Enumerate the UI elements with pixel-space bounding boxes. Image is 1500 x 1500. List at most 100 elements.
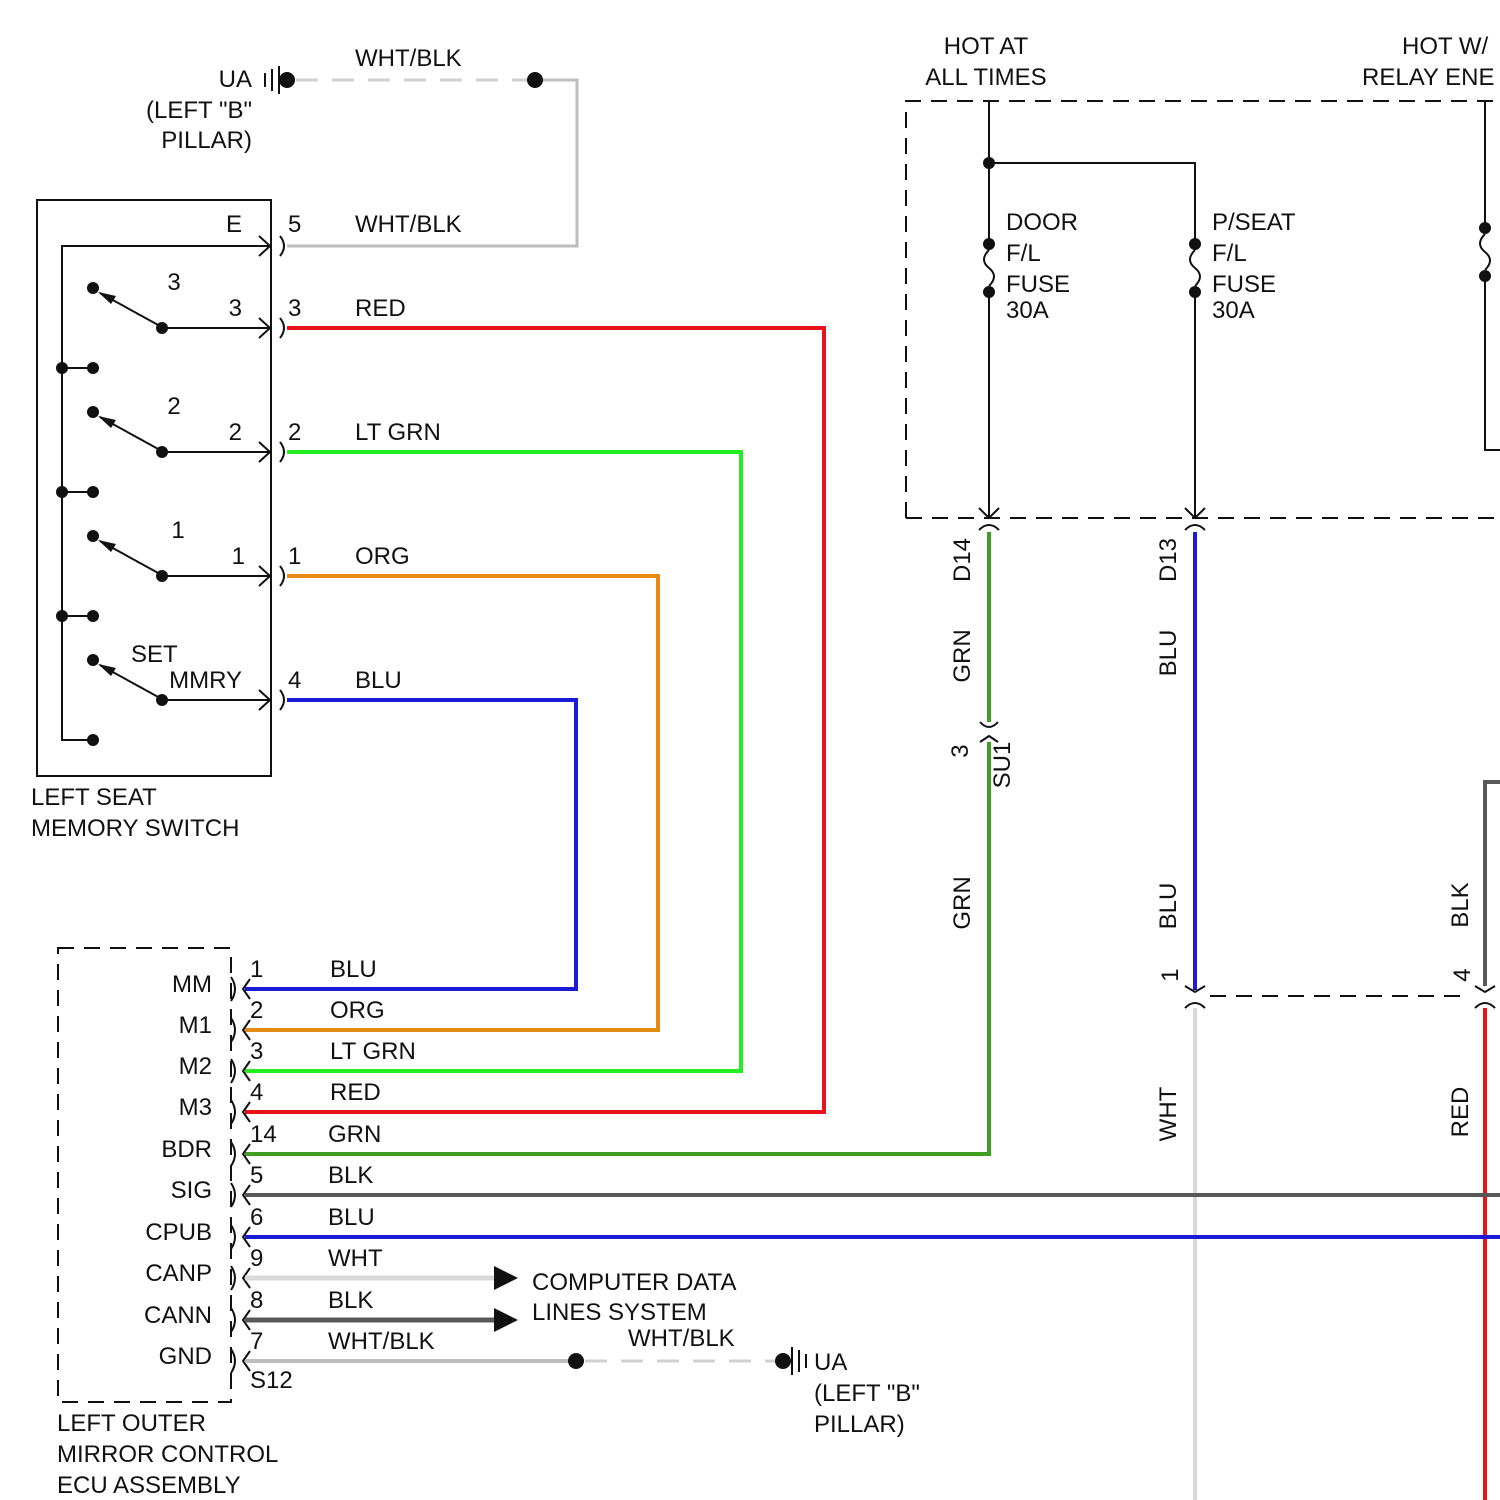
- label-pin-1: 1: [1157, 968, 1184, 981]
- ecu-pin-row: M3 4 RED: [179, 1079, 381, 1124]
- ecu-pin-name: CPUB: [145, 1219, 212, 1246]
- ecu-pin-number: 7: [250, 1328, 263, 1355]
- switch-wire-lt-grn: LT GRN: [355, 419, 441, 446]
- pseat-fuse-icon: [1189, 238, 1201, 518]
- ecu-pin-wire-color: BLK: [328, 1287, 373, 1314]
- ground-bottom: WHT/BLK UA (LEFT "B" PILLAR): [568, 1325, 920, 1438]
- ground-top-dot-2: [527, 72, 543, 88]
- ground-bottom-location-1: (LEFT "B": [814, 1380, 920, 1407]
- ground-top-dot-1: [279, 72, 295, 88]
- door-fuse-line-4: 30A: [1006, 297, 1049, 324]
- ecu-pin-row: BDR14GRN: [161, 1121, 381, 1166]
- door-fuse-line-2: F/L: [1006, 240, 1041, 267]
- ecu-pin-row: CPUB 6 BLU: [145, 1204, 374, 1249]
- switch-wire-wht-blk: WHT/BLK: [355, 211, 462, 238]
- ecu-pin-name: SIG: [171, 1177, 212, 1204]
- label-d13: D13: [1155, 538, 1182, 582]
- switch-2: 2 2: [56, 393, 270, 498]
- switch-3-inner-label: 3: [229, 295, 242, 322]
- ecu-pin-row: M1 2 ORG: [179, 997, 385, 1042]
- switch-1-button-label: 1: [171, 517, 184, 544]
- switch-2-button-label: 2: [167, 393, 180, 420]
- switch-e-label: E: [226, 211, 242, 238]
- switch-wire-org: ORG: [355, 543, 410, 570]
- switch-set-mmry: SET MMRY: [87, 641, 270, 706]
- switch-label-2: MEMORY SWITCH: [31, 815, 239, 842]
- ecu-pin-wire-color: BLK: [328, 1162, 373, 1189]
- switch-1-inner-label: 1: [232, 543, 245, 570]
- hot-at-all-times-1: HOT AT: [944, 33, 1029, 60]
- ecu-label-3: ECU ASSEMBLY: [57, 1472, 241, 1499]
- cdl-line-1: COMPUTER DATA: [532, 1269, 736, 1296]
- ground-top-ua: UA: [219, 66, 252, 93]
- ecu-pin-number: 4: [250, 1079, 263, 1106]
- pseat-fuse-line-1: P/SEAT: [1212, 209, 1296, 236]
- ecu-pin-wire-color: RED: [330, 1079, 381, 1106]
- switch-1: 1 1: [56, 517, 270, 622]
- label-d14: D14: [949, 538, 976, 582]
- ground-bottom-dot-2: [775, 1353, 791, 1369]
- ecu-pin-row: MM 1 BLU: [172, 956, 377, 1001]
- wire-blk-right: [1485, 782, 1500, 986]
- hot-at-all-times-2: ALL TIMES: [925, 64, 1046, 91]
- ecu-pin-number: 6: [250, 1204, 263, 1231]
- ecu-pin-name: BDR: [161, 1136, 212, 1163]
- door-fuse-line-3: FUSE: [1006, 271, 1070, 298]
- wire-blu: [245, 700, 576, 989]
- ecu-pin-wire-color: BLU: [330, 956, 377, 983]
- ecu-pin-row: GND 7 WHT/BLK: [159, 1328, 435, 1373]
- ground-top-wire-label: WHT/BLK: [355, 45, 462, 72]
- switch-2-inner-label: 2: [229, 419, 242, 446]
- ground-bottom-ua: UA: [814, 1349, 847, 1376]
- wire-lt-grn: [245, 452, 741, 1071]
- ecu-pin-name: M2: [179, 1053, 212, 1080]
- ecu-pin-name: MM: [172, 971, 212, 998]
- switch-wire-red: RED: [355, 295, 406, 322]
- ground-top-location-2: PILLAR): [161, 127, 252, 154]
- switch-ecu-wires: [245, 328, 824, 1112]
- ecu-pin-number: 9: [250, 1245, 263, 1272]
- ecu-pin-number: 14: [250, 1121, 277, 1148]
- arrow-cann-icon: [494, 1308, 518, 1332]
- pseat-fuse-line-2: F/L: [1212, 240, 1247, 267]
- ecu-pin-name: M1: [179, 1012, 212, 1039]
- ecu-pins: MM1BLUM12ORGM23LT GRNM34REDBDR14GRNSIG5B…: [144, 956, 435, 1373]
- ecu-pin-wire-color: WHT/BLK: [328, 1328, 435, 1355]
- switch-pin-1: 1: [288, 543, 301, 570]
- ecu-pin-name: CANP: [145, 1260, 212, 1287]
- label-blu-upper: BLU: [1155, 630, 1182, 677]
- switch-pin-2: 2: [288, 419, 301, 446]
- switch-mmry-label: MMRY: [169, 667, 242, 694]
- cdl-line-2: LINES SYSTEM: [532, 1299, 707, 1326]
- switch-3-button-label: 3: [167, 269, 180, 296]
- ecu-pin-number: 8: [250, 1287, 263, 1314]
- door-fuse-icon: [983, 238, 995, 518]
- ecu-pin-wire-color: WHT: [328, 1245, 383, 1272]
- hot-w-relay-1: HOT W/: [1402, 33, 1489, 60]
- switch-set-label: SET: [131, 641, 178, 668]
- ecu-label-2: MIRROR CONTROL: [57, 1441, 278, 1468]
- pseat-fuse-line-3: FUSE: [1212, 271, 1276, 298]
- label-grn-lower: GRN: [949, 876, 976, 929]
- ground-bottom-dot-1: [568, 1353, 584, 1369]
- switch-wire-blu: BLU: [355, 667, 402, 694]
- label-blu-lower: BLU: [1155, 883, 1182, 930]
- label-grn-upper: GRN: [949, 629, 976, 682]
- ecu-pin-wire-color: ORG: [330, 997, 385, 1024]
- power-box: HOT AT ALL TIMES HOT W/ RELAY ENE DOOR F…: [906, 33, 1500, 530]
- ecu-pin-name: GND: [159, 1343, 212, 1370]
- ecu-pin-number: 3: [250, 1038, 263, 1065]
- ground-bottom-location-2: PILLAR): [814, 1411, 905, 1438]
- ecu-pin-number: 2: [250, 997, 263, 1024]
- label-pin-4: 4: [1449, 968, 1476, 981]
- ecu-connector-label: S12: [250, 1367, 293, 1394]
- ecu-pin-wire-color: BLU: [328, 1204, 375, 1231]
- ecu-pin-number: 1: [250, 956, 263, 983]
- ground-top-location-1: (LEFT "B": [146, 97, 252, 124]
- ecu-pin-name: M3: [179, 1094, 212, 1121]
- switch-pin-4: 4: [288, 667, 301, 694]
- label-wht: WHT: [1155, 1086, 1182, 1141]
